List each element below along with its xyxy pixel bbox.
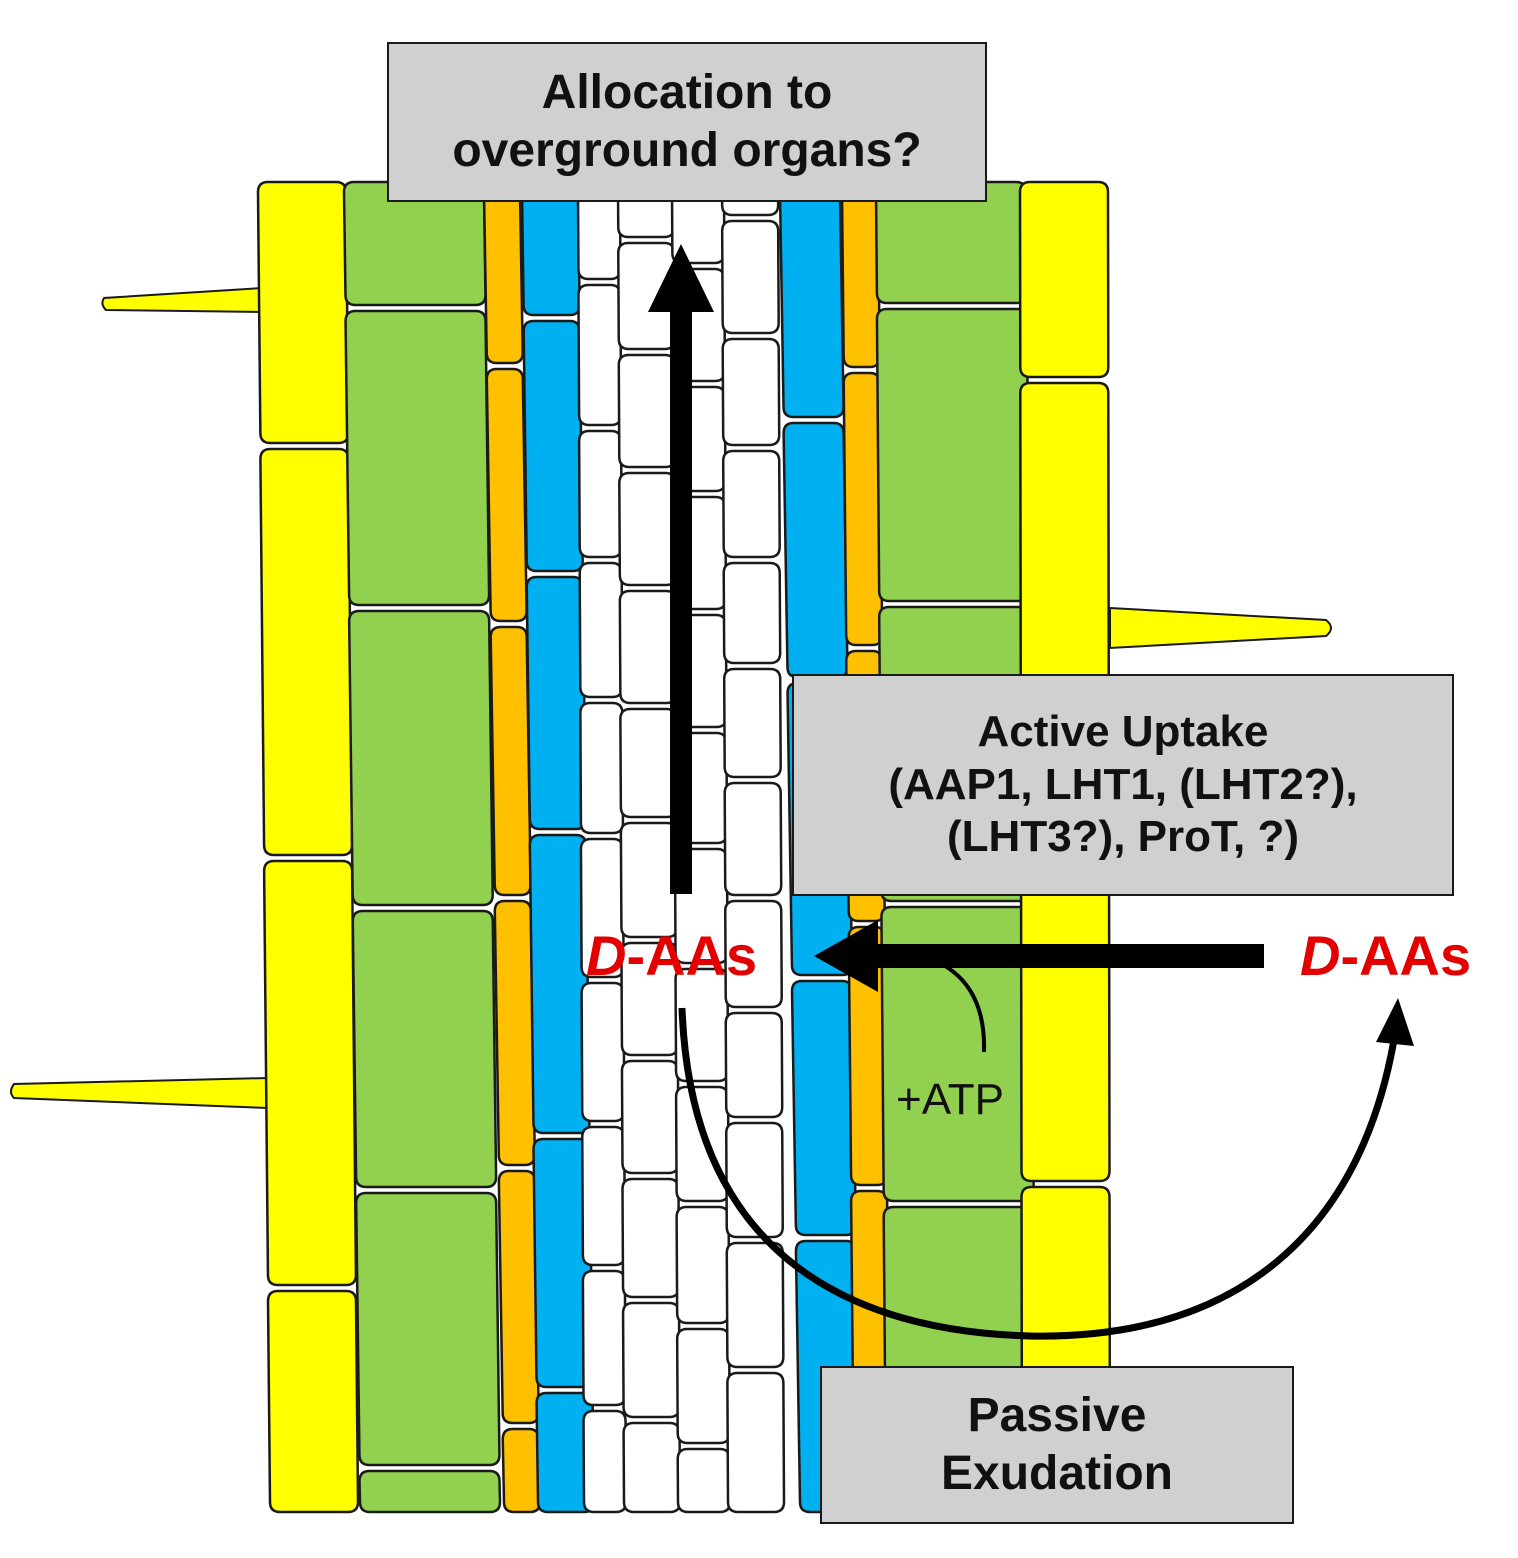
- endodermis-left-cell: [489, 625, 532, 897]
- endodermis-left: [482, 180, 542, 1514]
- stele-cell: [617, 353, 677, 469]
- cortex-left-cell: [347, 609, 494, 907]
- active-uptake-line-1: Active Uptake: [977, 706, 1269, 756]
- epidermis-left-cell: [256, 180, 350, 445]
- allocation-label-box: Allocation to overground organs?: [387, 42, 987, 202]
- stele-cell: [619, 821, 679, 939]
- stele-cell: [725, 1241, 785, 1369]
- endodermis-right-cell: [842, 371, 884, 647]
- allocation-arrow: [648, 244, 714, 894]
- root-hair-lower-left: [10, 1076, 269, 1110]
- endodermis-left-cell: [497, 1169, 540, 1425]
- active-uptake-line-2: (AAP1, LHT1, (LHT2?),: [888, 759, 1358, 809]
- stele-cell: [723, 781, 783, 897]
- stele-cell: [621, 1177, 681, 1299]
- endodermis-left-cell: [485, 367, 528, 623]
- stele-cell: [581, 1125, 627, 1267]
- root-hair-upper-left: [101, 286, 263, 314]
- pericycle-left: [520, 180, 596, 1514]
- epidermis-right-cell: [1018, 180, 1110, 379]
- stele-cell: [723, 899, 783, 1009]
- daas-inner-prefix: D: [586, 924, 627, 987]
- stele-cell: [721, 337, 781, 447]
- passive-exudation-label-box: Passive Exudation: [820, 1366, 1294, 1524]
- pericycle-left-cell: [525, 575, 588, 831]
- root-hair-right: [1109, 606, 1332, 650]
- daas-outer-prefix: D: [1300, 924, 1341, 987]
- stele-cell: [578, 561, 624, 699]
- cortex-left: [342, 180, 502, 1514]
- pericycle-left-cell: [522, 319, 584, 573]
- epidermis-left-cell: [266, 1289, 360, 1514]
- stele-cell: [619, 707, 679, 819]
- stele-cell: [720, 219, 780, 335]
- daas-inner-suffix: -AAs: [626, 924, 758, 987]
- daas-outer-suffix: -AAs: [1340, 924, 1472, 987]
- atp-label: +ATP: [896, 1075, 1005, 1124]
- allocation-line-1: Allocation to: [541, 66, 833, 120]
- stele-cell: [676, 1447, 732, 1514]
- stele-cell: [726, 1371, 786, 1514]
- stele-cell: [675, 1327, 731, 1445]
- endodermis-left-cell: [493, 899, 537, 1167]
- stele-cell: [722, 667, 782, 779]
- daas-outer-label: D-AAs: [1300, 928, 1471, 984]
- cortex-left-cell: [344, 309, 491, 607]
- cortex-left-cell: [358, 1469, 502, 1514]
- epidermis-left-cell: [262, 859, 358, 1287]
- allocation-line-2: overground organs?: [452, 124, 922, 177]
- endodermis-right-cell: [840, 180, 881, 369]
- stele-cell: [581, 1269, 627, 1407]
- exudation-arrow: [678, 998, 1414, 1340]
- cortex-left-cell: [354, 1191, 501, 1467]
- endodermis-left-cell: [501, 1427, 542, 1514]
- pericycle-right-cell: [790, 979, 858, 1237]
- stele-cell: [724, 1121, 785, 1239]
- endodermis-left-cell: [482, 180, 524, 365]
- stele-cell: [622, 1421, 682, 1514]
- stele-cell: [724, 1011, 784, 1119]
- stele-cell: [580, 981, 626, 1123]
- stele-cell: [618, 589, 678, 705]
- stele-cell: [621, 1301, 681, 1419]
- atp-connector-curve: [937, 960, 987, 1053]
- stele-cell: [618, 471, 678, 587]
- cortex-right-cell: [875, 307, 1031, 603]
- stele-cell: [577, 429, 623, 559]
- stele-cell: [722, 561, 782, 665]
- stele-cell: [721, 449, 781, 559]
- active-uptake-label-box: Active Uptake (AAP1, LHT1, (LHT2?), (LHT…: [792, 674, 1454, 896]
- cortex-left-cell: [351, 909, 498, 1189]
- epidermis-left: [256, 180, 360, 1514]
- pericycle-right-cell: [782, 421, 849, 679]
- epidermis-left-cell: [259, 447, 354, 857]
- stele-cell: [579, 701, 625, 835]
- pericycle-right-cell: [778, 180, 845, 419]
- stele-cell: [674, 1085, 730, 1203]
- stele-cell: [582, 1409, 628, 1514]
- stele-cell: [620, 1059, 680, 1175]
- passive-exudation-line-1: Passive: [967, 1389, 1147, 1443]
- passive-exudation-line-2: Exudation: [940, 1447, 1173, 1500]
- stele-cell: [675, 1205, 731, 1325]
- active-uptake-line-3: (LHT3?), ProT, ?): [947, 812, 1299, 862]
- stele-cell: [577, 283, 623, 427]
- daas-inner-label: D-AAs: [586, 928, 757, 984]
